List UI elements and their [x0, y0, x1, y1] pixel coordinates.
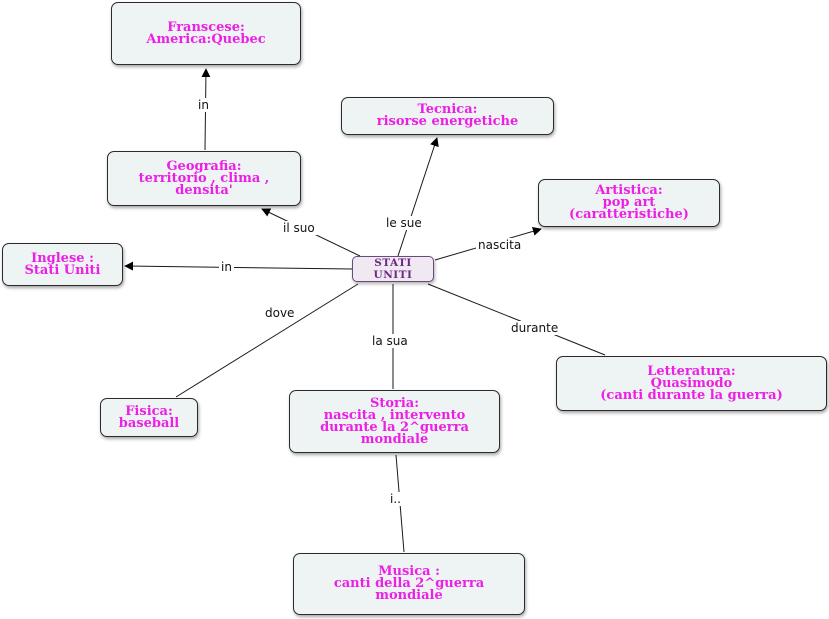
concept-stati-uniti[interactable]: STATI UNITI	[352, 256, 434, 282]
link-label-le-sue: le sue	[384, 216, 424, 230]
concept-artistica[interactable]: Artistica: pop art (caratteristiche)	[538, 179, 720, 227]
concept-franscese[interactable]: Franscese: America:Quebec	[111, 2, 301, 65]
link-label-durante: durante	[509, 321, 561, 335]
concept-inglese[interactable]: Inglese : Stati Uniti	[2, 243, 123, 286]
link-label-il-suo: il suo	[281, 221, 317, 235]
link-label-in: in	[196, 98, 211, 112]
link-label-la-sua: la sua	[370, 334, 410, 348]
link-label-i: i..	[388, 492, 403, 506]
concept-geografia[interactable]: Geografia: territorio , clima , densita'	[107, 151, 301, 206]
concept-fisica[interactable]: Fisica: baseball	[100, 398, 198, 437]
edge-center-letteratura	[427, 283, 606, 356]
edge-center-tecnica	[397, 137, 439, 257]
link-label-dove: dove	[263, 306, 297, 320]
concept-storia[interactable]: Storia: nascita , intervento durante la …	[289, 390, 500, 453]
edge-center-inglese	[124, 261, 353, 271]
link-label-in: in	[219, 260, 234, 274]
concept-letteratura[interactable]: Letteratura: Quasimodo (canti durante la…	[556, 356, 827, 411]
edge-center-fisica	[175, 283, 359, 398]
concept-tecnica[interactable]: Tecnica: risorse energetiche	[341, 97, 554, 135]
link-label-nascita: nascita	[476, 238, 524, 252]
concept-musica[interactable]: Musica : canti della 2^guerra mondiale	[293, 553, 525, 615]
